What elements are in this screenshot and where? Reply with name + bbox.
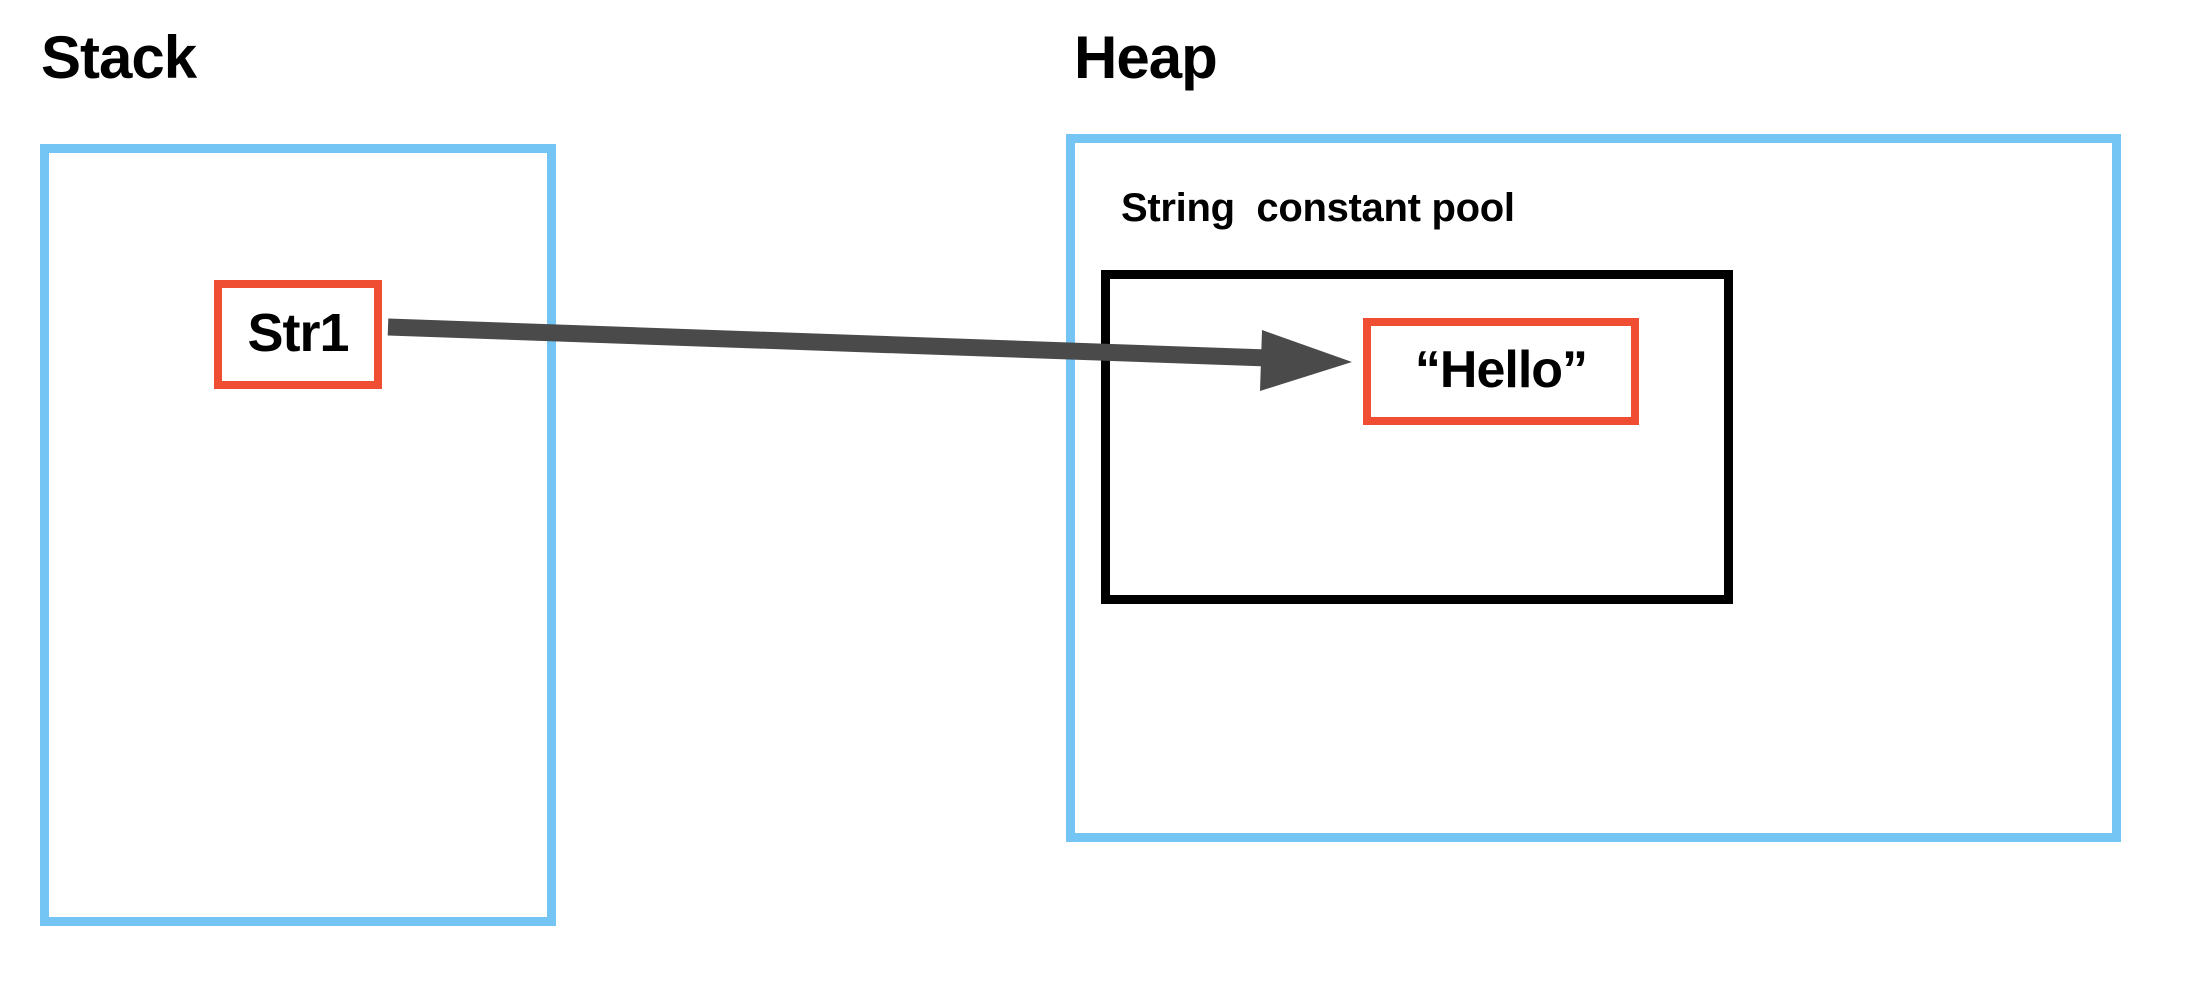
stack-title: Stack — [41, 24, 197, 91]
string-literal-hello-label: “Hello” — [1414, 340, 1588, 399]
heap-title: Heap — [1074, 24, 1218, 91]
stack-region-box — [40, 144, 556, 926]
string-constant-pool-label: String constant pool — [1121, 186, 1515, 230]
heap-region-box — [1066, 134, 2121, 842]
string-literal-hello: “Hello” — [1363, 318, 1639, 425]
string-constant-pool-box — [1101, 270, 1733, 604]
stack-variable-str1-label: Str1 — [247, 302, 349, 363]
stack-variable-str1: Str1 — [214, 280, 382, 389]
